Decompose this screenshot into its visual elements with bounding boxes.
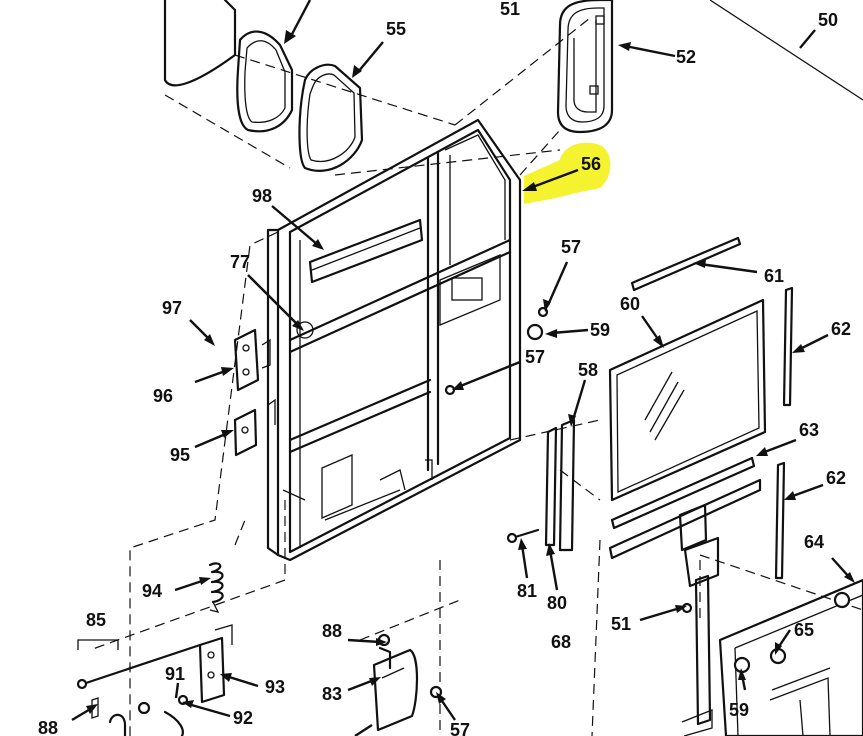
callout-65: 65: [794, 620, 814, 640]
spring-94: [208, 562, 224, 613]
callout-97: 97: [162, 298, 182, 318]
latch-83: [372, 633, 443, 732]
latch-93: [137, 624, 233, 715]
panel-50: [709, 0, 863, 101]
callout-62-lower: 62: [826, 468, 846, 488]
callout-labels: 50 51 52 55 56 98 77 57 61 60 62 97 59 9…: [38, 0, 851, 736]
callout-61: 61: [764, 266, 784, 286]
callout-60: 60: [620, 294, 640, 314]
callout-63: 63: [799, 420, 819, 440]
callout-77: 77: [230, 252, 250, 272]
callout-57-upper: 57: [561, 237, 581, 257]
strip-61: [630, 236, 742, 292]
callout-88-left: 88: [38, 718, 58, 736]
projection-lines: [89, 17, 863, 736]
callout-59-lower: 59: [729, 700, 749, 720]
callout-98: 98: [252, 186, 272, 206]
glass-60: [608, 298, 767, 502]
callout-57-middle: 57: [525, 347, 545, 367]
bolt-81: [506, 528, 540, 544]
callout-80: 80: [547, 593, 567, 613]
callout-55: 55: [386, 19, 406, 39]
hinge-96: [233, 328, 271, 392]
callout-52: 52: [676, 47, 696, 67]
callout-68: 68: [551, 632, 571, 652]
callout-64: 64: [804, 532, 824, 552]
callout-91: 91: [165, 664, 185, 684]
rod-85: [76, 639, 202, 736]
callout-83: 83: [322, 684, 342, 704]
seal-outer: [236, 30, 294, 133]
callout-95: 95: [170, 445, 190, 465]
callout-62-upper: 62: [831, 319, 851, 339]
callout-88-middle: 88: [322, 621, 342, 641]
callout-51-lower: 51: [611, 614, 631, 634]
callout-94: 94: [142, 581, 162, 601]
glass-upper: [163, 0, 237, 87]
hinge-95: [233, 398, 276, 457]
callout-81: 81: [517, 581, 537, 601]
callout-58: 58: [578, 360, 598, 380]
seal-55: [298, 63, 364, 172]
door-frame-56: [266, 118, 522, 562]
callout-93: 93: [265, 677, 285, 697]
callout-59-upper: 59: [590, 320, 610, 340]
strip-62-upper: [782, 286, 794, 407]
callout-57-lower: 57: [450, 720, 470, 736]
window-52: [556, 0, 614, 134]
regulator-68: [678, 503, 720, 736]
callout-51-top: 51: [500, 0, 520, 19]
strip-62-lower: [774, 461, 786, 580]
strip-58: [558, 418, 576, 552]
callout-96: 96: [153, 386, 173, 406]
callout-85: 85: [86, 610, 106, 630]
strip-80: [544, 426, 558, 547]
callout-50: 50: [818, 10, 838, 30]
channel-63: [608, 456, 762, 560]
leader-lines: [71, 0, 855, 736]
callout-56: 56: [581, 154, 601, 174]
panel-64: [718, 578, 863, 736]
callout-92: 92: [233, 708, 253, 728]
